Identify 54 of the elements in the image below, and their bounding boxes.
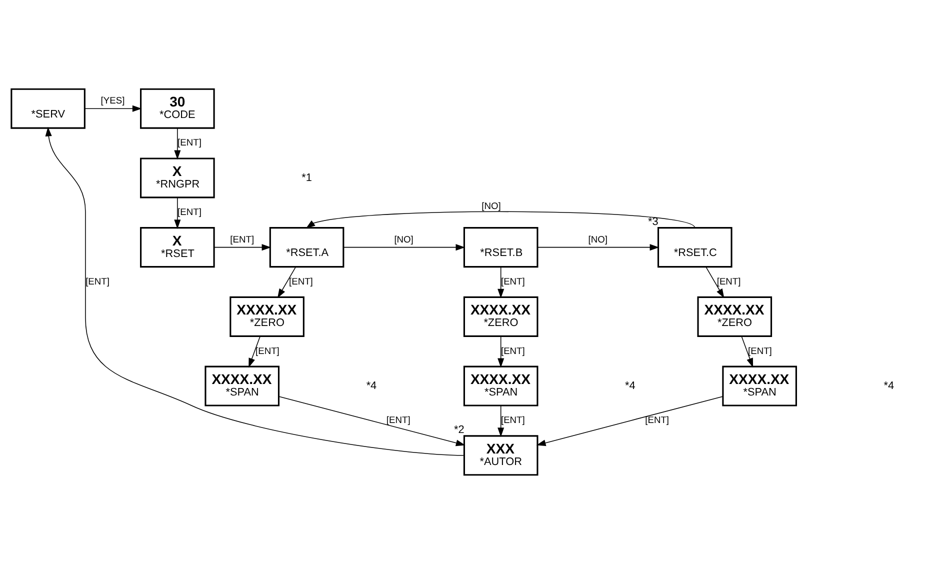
- edge-label: [ENT]: [86, 276, 110, 286]
- node-box: XXX *AUTOR: [463, 434, 538, 476]
- label: *4: [366, 379, 377, 392]
- edge-label: [ENT]: [255, 345, 280, 356]
- edge-label: [ENT]: [178, 137, 202, 148]
- edge-label: [ENT]: [386, 414, 410, 425]
- arrow: [741, 335, 754, 368]
- edge-label: [ENT]: [289, 276, 313, 286]
- node-box: 30 *CODE: [140, 88, 215, 128]
- arrow: [45, 126, 464, 456]
- edge-label: [ENT]: [230, 234, 254, 244]
- arrow: [214, 244, 272, 250]
- edge-label: [NO]: [482, 200, 501, 211]
- arrow: [498, 335, 504, 368]
- node-box: XXXX.XX *ZERO: [230, 296, 304, 336]
- edge-label: [ENT]: [645, 414, 670, 425]
- edge-label: [NO]: [394, 234, 414, 244]
- node-box: XXXX.XX *ZERO: [697, 296, 772, 336]
- edge-label: [ENT]: [500, 345, 525, 356]
- label: *4: [884, 379, 894, 392]
- node-box: XXXX.XX *SPAN: [463, 365, 538, 406]
- node-label: *2: [454, 423, 464, 436]
- node-box: *SERV: [10, 88, 86, 128]
- edge-label: [ENT]: [500, 276, 525, 286]
- node-label: *3: [648, 215, 658, 228]
- node-box: XXXX.XX *SPAN: [722, 365, 797, 406]
- arrow: [248, 335, 260, 368]
- node-box: *RSET.B: [463, 226, 538, 268]
- node-box: X *RSET: [140, 226, 215, 268]
- arrow: [536, 396, 724, 446]
- arrow: [174, 127, 181, 160]
- edge-label: [NO]: [588, 234, 608, 244]
- node-box: X *RNGPR: [140, 157, 215, 198]
- node-box: XXXX.XX *ZERO: [463, 296, 538, 336]
- label: *1: [302, 171, 312, 184]
- node-box: XXXX.XX *SPAN: [204, 365, 280, 406]
- arrow: [537, 244, 660, 250]
- arrow: [706, 266, 724, 298]
- arrow: [498, 404, 504, 437]
- arrow: [343, 244, 466, 250]
- edge-label: [ENT]: [178, 206, 202, 217]
- node-box: *RSET.C: [657, 226, 732, 268]
- arrow: [174, 196, 181, 228]
- edge-label: [ENT]: [500, 414, 525, 425]
- edge-label: [YES]: [100, 95, 125, 106]
- edge-label: [ENT]: [748, 345, 772, 356]
- edge-label: [ENT]: [716, 276, 741, 286]
- arrow: [306, 210, 696, 228]
- arrow: [277, 266, 296, 298]
- arrow: [84, 104, 142, 112]
- arrow: [278, 396, 466, 446]
- node-box: *RSET.A: [269, 226, 344, 268]
- arrow: [498, 266, 504, 298]
- label: *4: [625, 379, 636, 392]
